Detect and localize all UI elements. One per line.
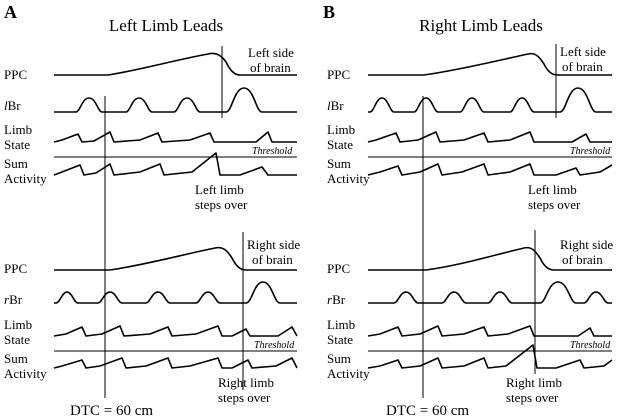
br-label: lBr [4, 98, 21, 113]
sum-label-2: Activity [4, 171, 47, 186]
ppc-trace [54, 246, 297, 271]
br-trace [368, 281, 612, 304]
limb-state-label-1: Limb [4, 122, 32, 137]
dtc-label-b: DTC = 60 cm [386, 403, 469, 419]
sum-label-1: Sum [327, 351, 351, 366]
br-label: rBr [327, 292, 346, 307]
sum-activity-trace [53, 152, 297, 176]
upper-group-a: PPC Left side of brain lBr Limb State Th… [4, 45, 297, 212]
steps-over-label-2: steps over [528, 197, 581, 212]
steps-over-label-1: Right limb [218, 375, 274, 390]
lower-group-b: PPC Right side of brain rBr Limb State T… [327, 230, 613, 405]
steps-over-label-2: steps over [195, 197, 248, 212]
limb-state-trace [367, 325, 612, 337]
br-label: rBr [4, 292, 23, 307]
brain-side-label-1: Right side [560, 237, 613, 252]
panel-a: A Left Limb Leads DTC = 60 cm PPC Left s… [4, 2, 300, 419]
limb-state-label-2: State [327, 137, 353, 152]
panel-letter-a: A [4, 2, 17, 22]
dtc-label-a: DTC = 60 cm [70, 403, 153, 419]
threshold-label: Threshold [252, 146, 293, 157]
sum-label-2: Activity [4, 366, 47, 381]
limb-state-label-2: State [4, 137, 30, 152]
upper-group-b: PPC Left side of brain lBr Limb State Th… [327, 44, 613, 212]
ppc-label: PPC [4, 261, 27, 276]
brain-side-label-2: of brain [562, 59, 603, 74]
ppc-label: PPC [327, 67, 350, 82]
sum-activity-trace [53, 357, 298, 369]
threshold-label: Threshold [570, 146, 611, 157]
steps-over-label-2: steps over [218, 390, 271, 405]
limb-state-label-2: State [4, 332, 30, 347]
brain-side-label-1: Left side [560, 44, 606, 59]
threshold-label: Threshold [254, 340, 295, 351]
ppc-label: PPC [4, 67, 27, 82]
br-trace [54, 87, 297, 113]
panel-b-title: Right Limb Leads [419, 16, 543, 35]
limb-state-label-1: Limb [327, 122, 355, 137]
br-trace [368, 87, 612, 113]
sum-activity-trace [367, 163, 613, 176]
lower-group-a: PPC Right side of brain rBr Limb State T… [4, 232, 300, 405]
steps-over-label-1: Right limb [506, 375, 562, 390]
steps-over-label-1: Left limb [528, 182, 577, 197]
sum-activity-trace [367, 344, 613, 369]
limb-state-label-2: State [327, 332, 353, 347]
ppc-trace [54, 52, 297, 76]
ppc-trace [368, 52, 612, 76]
brain-side-label-2: of brain [562, 252, 603, 267]
sum-label-2: Activity [327, 366, 370, 381]
panel-letter-b: B [323, 2, 335, 22]
steps-over-label-1: Left limb [195, 182, 244, 197]
br-trace [54, 281, 297, 304]
threshold-label: Threshold [570, 340, 611, 351]
brain-side-label-2: of brain [250, 60, 291, 75]
limb-state-label-1: Limb [4, 317, 32, 332]
brain-side-label-1: Left side [248, 45, 294, 60]
steps-over-label-2: steps over [506, 390, 559, 405]
br-label: lBr [327, 98, 344, 113]
limb-state-trace [53, 131, 297, 143]
ppc-trace [368, 246, 612, 271]
sum-label-1: Sum [4, 156, 28, 171]
limb-state-label-1: Limb [327, 317, 355, 332]
ppc-label: PPC [327, 261, 350, 276]
limb-state-trace [367, 131, 612, 143]
brain-side-label-2: of brain [252, 252, 293, 267]
sum-label-1: Sum [327, 156, 351, 171]
limb-state-trace [53, 325, 298, 337]
panel-a-title: Left Limb Leads [109, 16, 223, 35]
brain-side-label-1: Right side [247, 237, 300, 252]
sum-label-1: Sum [4, 351, 28, 366]
sum-label-2: Activity [327, 171, 370, 186]
panel-b: B Right Limb Leads DTC = 60 cm PPC Left … [323, 2, 613, 419]
